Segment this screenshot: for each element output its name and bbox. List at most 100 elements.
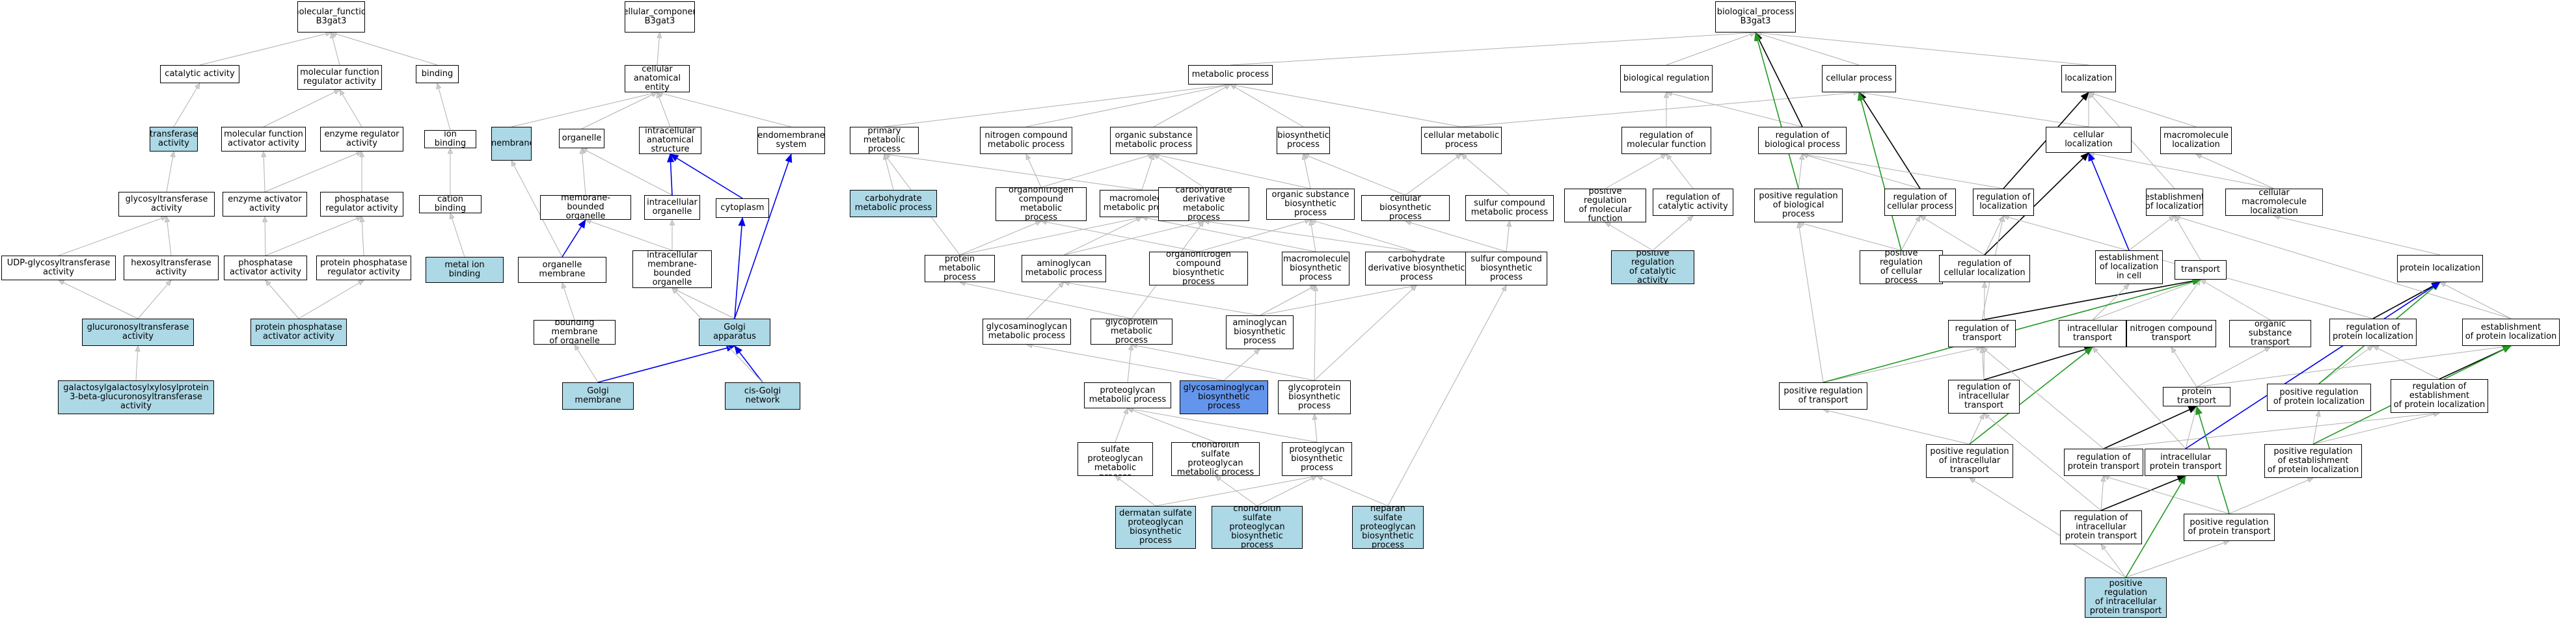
go-term-ds-pg-bio: dermatan sulfate proteoglycan biosynthet… (1115, 506, 1196, 549)
arrowhead (2439, 282, 2447, 287)
edge-pos-reg-intra-prot-transport-to-pos-reg-intra-transport (1969, 477, 2126, 578)
edge-reg-intra-prot-transport-to-intra-prot-transport (2100, 475, 2186, 511)
go-term-cation-binding: cation binding (419, 195, 481, 213)
edge-intra-transport-to-est-loc-cell (2092, 284, 2130, 321)
arrowhead (1798, 153, 1805, 160)
arrowhead (2080, 152, 2089, 161)
go-term-reg-bp: regulation of biological process (1758, 127, 1847, 154)
edge-galactosyl-to-glucuronosyl (135, 345, 139, 381)
arrowhead (330, 32, 336, 39)
arrowhead (2083, 347, 2093, 356)
arrowhead (359, 151, 365, 157)
go-term-mf-root: molecular_function B3gat3 (297, 1, 365, 33)
edge-orgN-bio-to-orgN-met (1040, 220, 1199, 252)
arrowhead (2264, 347, 2271, 352)
edge-pos-reg-prot-loc-to-reg-prot-loc (2318, 345, 2374, 384)
go-term-golgi: Golgi apparatus (699, 319, 770, 346)
edge-carb-met-to-primary-met (884, 153, 894, 191)
arrowhead (339, 89, 345, 96)
edge-ds-pg-bio-to-ds-pg-met (1115, 475, 1156, 507)
go-term-protein-met: protein metabolic process (925, 255, 995, 282)
arrowhead (1969, 477, 1976, 483)
edge-metabolic-to-bp-root (1230, 32, 1756, 66)
go-term-transport: transport (2175, 260, 2227, 280)
arrowhead (1123, 408, 1128, 415)
arrowhead (1796, 222, 1802, 228)
go-term-cell-macro-loc: cellular macromolecule localization (2225, 189, 2323, 216)
arrowhead (2195, 153, 2203, 159)
edge-reg-cell-loc-to-reg-loc (1984, 215, 2004, 256)
go-term-macro-loc: macromolecule localization (2160, 127, 2232, 154)
edge-pos-reg-cp-to-pos-reg-bp (1798, 222, 1902, 251)
edge-cell-proc-to-bp-root (1755, 32, 1860, 66)
edge-glycosyltrans-to-transferase (166, 151, 174, 192)
edge-aminogly-bio-to-aminogly-met (1063, 282, 1260, 316)
edge-org-mem-to-membrane (511, 160, 563, 258)
edge-macro-met-to-primary-met (884, 153, 1143, 191)
arrowhead (262, 216, 268, 222)
arrowhead (511, 160, 517, 167)
arrowhead (1316, 475, 1323, 481)
go-term-protein-loc: protein localization (2397, 255, 2483, 282)
go-term-os-transport: organic substance transport (2229, 320, 2311, 347)
arrowhead (1506, 220, 1512, 227)
edge-cell-macro-loc-to-macro-loc (2195, 153, 2275, 189)
go-term-reg-intra-transport: regulation of intracellular transport (1948, 380, 2020, 414)
arrowhead (1663, 92, 1670, 98)
edge-hexosyl-to-glycosyltrans (166, 216, 172, 256)
go-term-udp-glyco: UDP-glycosyltransferase activity (1, 256, 116, 280)
edge-reg-bp-to-bp-root (1755, 32, 1803, 127)
arrowhead (578, 219, 586, 229)
edge-reg-prot-loc-to-protein-loc (2372, 282, 2441, 319)
edge-reg-prot-transport-to-reg-est-prot-loc (2103, 412, 2440, 449)
go-term-cell-proc: cellular process (1822, 65, 1896, 92)
edge-reg-intra-prot-transport-to-reg-prot-transport (2100, 475, 2104, 511)
go-term-cell-loc: cellular localization (2046, 127, 2132, 153)
edge-reg-transport-to-transport (1981, 279, 2201, 321)
arrowhead (1035, 220, 1042, 226)
go-term-pos-reg-transport: positive regulation of transport (1779, 382, 1867, 410)
go-term-reg-cell-loc: regulation of cellular localization (1939, 255, 2030, 282)
arrowhead (164, 216, 170, 222)
arrowhead (436, 83, 442, 90)
edge-phos-act-to-phos-reg (265, 216, 362, 256)
go-term-org-mem: organelle membrane (518, 257, 606, 283)
go-term-reg-intra-prot-transport: regulation of intracellular protein tran… (2060, 510, 2142, 544)
edge-protein-loc-to-cell-macro-loc (2273, 215, 2441, 256)
edge-membrane-to-cae (511, 92, 658, 127)
edge-orgN-met-to-nitrogen-met (1025, 153, 1042, 188)
arrowhead (1215, 475, 1222, 482)
arrowhead (585, 218, 592, 224)
go-term-mf-act: molecular function activator activity (221, 127, 306, 152)
go-term-pos-reg-intra-prot-transport: positive regulation of intracellular pro… (2085, 577, 2167, 618)
edge-pos-reg-bp-to-reg-bp (1798, 153, 1803, 189)
go-term-reg-loc: regulation of localization (1973, 189, 2034, 216)
go-term-binding: binding (416, 65, 459, 83)
edge-pg-bio-to-pg-met (1127, 408, 1318, 443)
arrowhead (170, 151, 176, 157)
arrowhead (657, 92, 662, 99)
go-term-intra-prot-transport: intracellular protein transport (2145, 449, 2227, 476)
go-term-cae: cellular anatomical entity (625, 65, 690, 92)
arrowhead (357, 280, 364, 285)
go-term-aminogly-met: aminoglycan metabolic process (1022, 255, 1106, 282)
go-term-sulfur-met: sulfur compound metabolic process (1465, 195, 1554, 221)
go-term-reg-cat: regulation of catalytic activity (1653, 189, 1733, 216)
arrowhead (669, 219, 675, 226)
go-term-glycoprot-bio: glycoprotein biosynthetic process (1278, 380, 1351, 414)
arrowhead (657, 32, 662, 38)
arrowhead (2195, 406, 2203, 416)
go-term-macro-bio: macromolecule biosynthetic process (1282, 252, 1349, 285)
edge-pos-reg-transport-to-pos-reg-bp (1798, 222, 1824, 383)
arrowhead (1981, 347, 1988, 353)
edge-glycoprot-bio-to-glycoprot-met (1131, 344, 1315, 381)
go-term-orgN-met: organonitrogen compound metabolic proces… (996, 187, 1087, 221)
arrowhead (2088, 152, 2095, 162)
arrowhead (734, 345, 742, 355)
go-term-reg-prot-loc: regulation of protein localization (2329, 319, 2417, 346)
go-term-reg-transport: regulation of transport (1948, 320, 2016, 347)
go-term-enz-act: enzyme activator activity (223, 192, 307, 217)
arrowhead (1198, 220, 1204, 228)
go-term-est-loc: establishment of localization (2146, 189, 2203, 216)
edge-pp-reg-to-phos-reg (361, 216, 364, 256)
